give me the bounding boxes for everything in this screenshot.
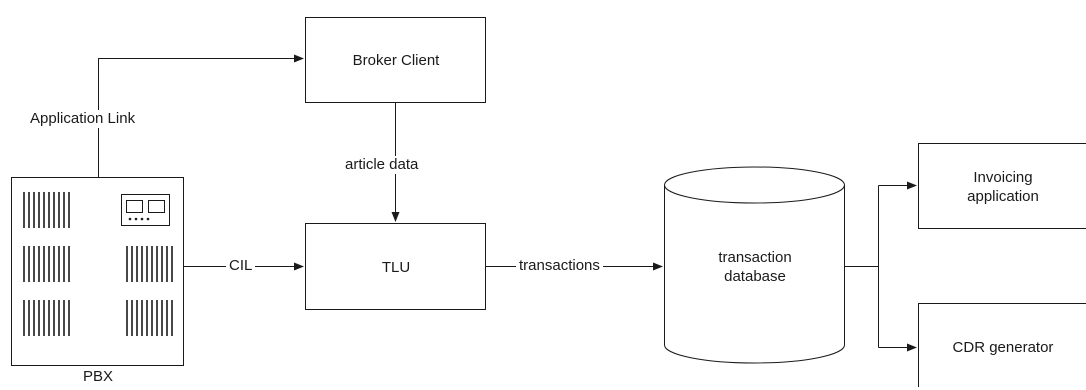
cdr-generator-text: CDR generator [953,338,1054,357]
transactions-label: transactions [516,257,603,275]
invoicing-line-2: application [967,187,1039,206]
application-link-label: Application Link [28,110,137,128]
transaction-database-label: transaction database [665,232,845,302]
invoicing-label: Invoicing application [919,144,1086,229]
broker-client-text: Broker Client [353,51,440,70]
invoicing-line-1: Invoicing [973,168,1032,187]
database-line-2: database [724,267,786,286]
article-data-label: article data [343,156,420,174]
cdr-generator-label: CDR generator [919,304,1086,390]
tlu-text: TLU [382,258,410,277]
pbx-label: PBX [60,366,136,386]
broker-client-label: Broker Client [306,18,486,103]
database-line-1: transaction [718,248,791,267]
pbx-text: PBX [83,367,113,386]
tlu-label: TLU [306,224,486,310]
cil-label: CIL [226,257,255,275]
